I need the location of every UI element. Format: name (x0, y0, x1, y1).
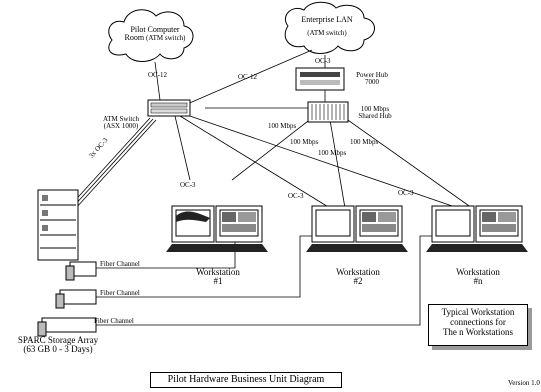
workstation-2-name: Workstation (336, 267, 380, 277)
power-hub-device (295, 67, 345, 91)
enterprise-lan-label: Enterprise LAN (ATM switch) (292, 15, 362, 38)
legend-line2: connections for (450, 316, 506, 327)
legend-line3: The n Workstations (442, 326, 514, 337)
storage-unit-2 (55, 289, 97, 309)
atm-switch-line1: ATM Switch (103, 115, 139, 123)
workstation-1-label: Workstation #1 (188, 267, 248, 287)
fiber-label-2: Fiber Channel (100, 289, 140, 297)
workstation-1-device (166, 205, 268, 252)
workstation-n-label: Workstation #n (448, 267, 508, 287)
workstation-2-device (306, 205, 408, 252)
pilot-room-cloud (108, 9, 194, 62)
atm-switch-device (147, 99, 191, 117)
workstation-n-number: #n (473, 276, 483, 287)
shared-hub-device (307, 101, 349, 123)
mbps-label-1: 100 Mbps (268, 122, 297, 130)
network-links (50, 49, 473, 326)
pilot-room-line1: Pilot Computer (130, 25, 180, 34)
workstation-n-name: Workstation (456, 267, 500, 277)
fiber-label-3: Fiber Channel (94, 317, 134, 325)
mbps-label-2: 100 Mbps (290, 138, 319, 146)
storage-array-label: SPARC Storage Array (63 GB 0 - 3 Days) (6, 335, 110, 355)
shared-hub-line1: 100 Mbps (360, 105, 390, 113)
pilot-room-line2: Room (124, 33, 145, 43)
storage-line2: (63 GB 0 - 3 Days) (23, 344, 93, 355)
storage-tower (37, 189, 79, 261)
oc12-label-b: OC-12 (238, 73, 258, 81)
power-hub-label: Power Hub 7000 (352, 71, 392, 87)
workstation-1-name: Workstation (196, 267, 240, 277)
enterprise-sub: (ATM switch) (307, 29, 347, 38)
pilot-room-label: Pilot Computer Room (ATM switch) (118, 25, 192, 43)
power-hub-line2: 7000 (365, 78, 379, 87)
enterprise-line1: Enterprise LAN (301, 15, 353, 24)
pilot-room-sub: (ATM switch) (146, 34, 186, 43)
storage-unit-1 (65, 261, 97, 281)
power-hub-line1: Power Hub (356, 71, 388, 79)
atm-switch-label: ATM Switch (ASX 1000) (96, 115, 146, 131)
oc3-ws2-label: OC-3 (288, 192, 304, 200)
mbps-label-3: 100 Mbps (318, 149, 347, 157)
mbps-label-4: 100 Mbps (350, 138, 379, 146)
workstation-1-number: #1 (213, 276, 223, 287)
fiber-label-1: Fiber Channel (100, 260, 140, 268)
shared-hub-label: 100 Mbps Shared Hub (352, 105, 398, 121)
workstation-2-label: Workstation #2 (328, 267, 388, 287)
shared-hub-line2: Shared Hub (358, 112, 392, 121)
diagram-title: Pilot Hardware Business Unit Diagram (150, 372, 342, 388)
version-label: Version 1.0 (508, 379, 540, 387)
workstation-n-device (426, 205, 528, 252)
oc3-wsn-label: OC-3 (398, 189, 414, 197)
workstation-2-number: #2 (353, 276, 363, 287)
oc12-label-a: OC-12 (148, 71, 168, 79)
oc3-ws1-label: OC-3 (180, 181, 196, 189)
storage-line1: SPARC Storage Array (17, 335, 99, 345)
atm-switch-line2: (ASX 1000) (103, 122, 139, 131)
workstation-legend-box: Typical Workstation connections for The … (428, 304, 528, 346)
storage-unit-3 (37, 317, 97, 337)
oc3-hub-label: OC-3 (315, 57, 331, 65)
enterprise-lan-cloud (284, 1, 375, 54)
legend-line1: Typical Workstation (441, 307, 515, 317)
